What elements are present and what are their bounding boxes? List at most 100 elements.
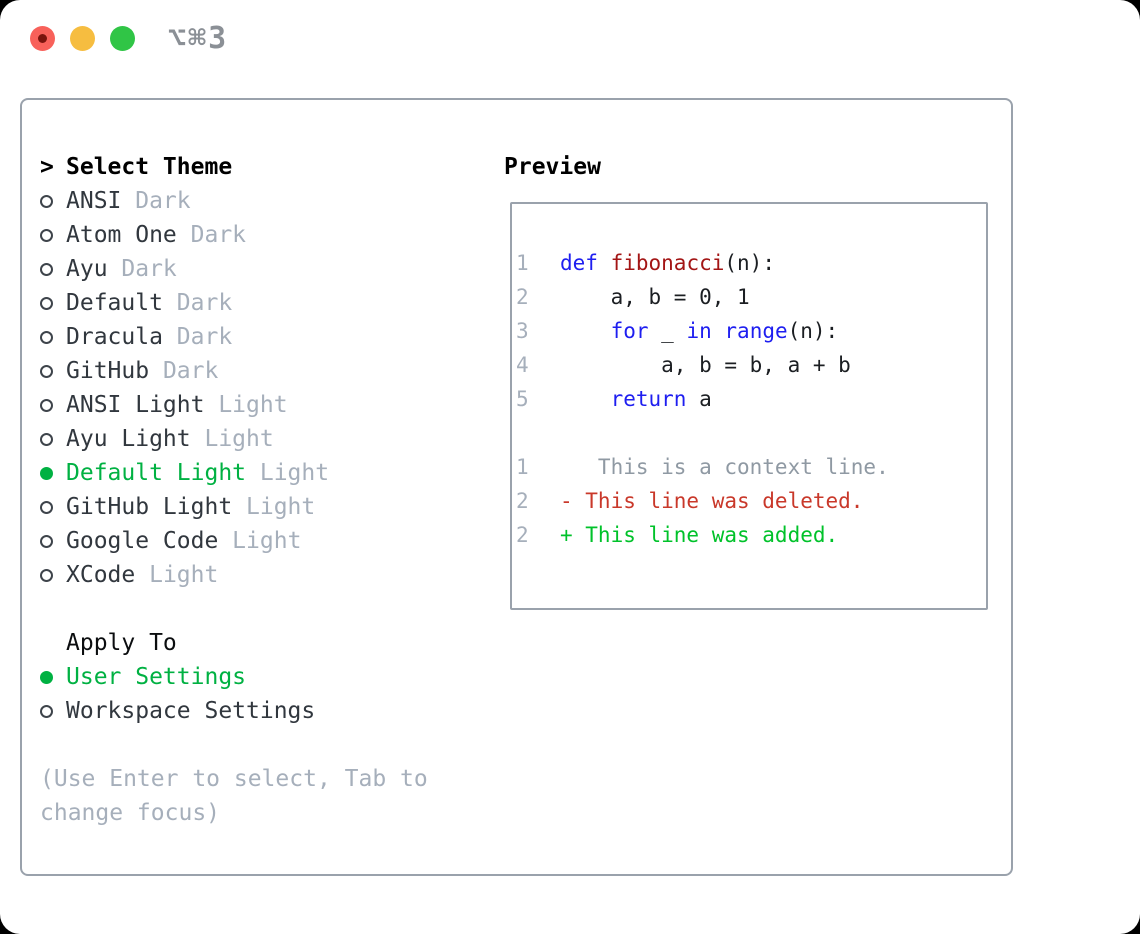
theme-option-ayu[interactable]: Ayu Dark <box>40 252 480 286</box>
code-token <box>560 387 611 411</box>
code-line: 2 a, b = 0, 1 <box>516 280 986 314</box>
theme-option-default-light[interactable]: Default Light Light <box>40 456 480 490</box>
code-token: in <box>686 319 712 343</box>
minimize-button[interactable] <box>70 26 95 51</box>
theme-option-github[interactable]: GitHub Dark <box>40 354 480 388</box>
code-token: for <box>610 319 649 343</box>
spacer <box>40 592 480 626</box>
theme-option-atom-one[interactable]: Atom One Dark <box>40 218 480 252</box>
radio-selected-icon <box>40 671 53 684</box>
theme-option-github-light[interactable]: GitHub Light Light <box>40 490 480 524</box>
code-token <box>598 251 611 275</box>
theme-variant-tag: Light <box>232 494 316 520</box>
apply-to-header: Apply To <box>40 626 480 660</box>
radio-icon <box>40 195 53 208</box>
theme-name: Ayu Light <box>66 426 191 452</box>
theme-name: ANSI Light <box>66 392 205 418</box>
radio-icon <box>40 263 53 276</box>
line-number: 2 <box>516 285 529 309</box>
code-line: 5 return a <box>516 382 986 416</box>
radio-icon <box>40 331 53 344</box>
radio-icon <box>40 535 53 548</box>
theme-variant-tag: Light <box>246 460 330 486</box>
theme-variant-tag: Light <box>204 392 288 418</box>
theme-name: Ayu <box>66 256 108 282</box>
radio-selected-icon <box>40 467 53 480</box>
theme-option-ansi[interactable]: ANSI Dark <box>40 184 480 218</box>
code-token: _ <box>648 319 687 343</box>
radio-icon <box>40 297 53 310</box>
theme-option-ayu-light[interactable]: Ayu Light Light <box>40 422 480 456</box>
radio-icon <box>40 705 53 718</box>
theme-name: Default <box>66 290 163 316</box>
apply-option-label: Workspace Settings <box>66 698 316 724</box>
select-theme-header: > Select Theme <box>40 150 480 184</box>
code-token: range <box>724 319 788 343</box>
code-token: This is a context line. <box>560 455 889 479</box>
theme-variant-tag: Dark <box>121 188 191 214</box>
theme-name: XCode <box>66 562 136 588</box>
theme-variant-tag: Dark <box>176 222 247 248</box>
theme-name: Google Code <box>66 528 219 554</box>
theme-variant-tag: Dark <box>107 256 177 282</box>
close-button[interactable] <box>30 26 55 51</box>
theme-option-dracula[interactable]: Dracula Dark <box>40 320 480 354</box>
theme-variant-tag: Dark <box>162 324 233 350</box>
apply-to-title: Apply To <box>66 630 177 656</box>
theme-name: ANSI <box>66 188 122 214</box>
line-number: 1 <box>516 455 529 479</box>
theme-variant-tag: Light <box>218 528 302 554</box>
preview-title: Preview <box>504 154 601 180</box>
theme-variant-tag: Dark <box>149 358 219 384</box>
spacer <box>40 728 480 762</box>
line-number: 4 <box>516 353 529 377</box>
theme-name: Atom One <box>66 222 177 248</box>
apply-option-workspace-settings[interactable]: Workspace Settings <box>40 694 480 728</box>
code-token: return <box>610 387 687 411</box>
theme-name: Dracula <box>66 324 163 350</box>
apply-option-label: User Settings <box>66 664 247 690</box>
preview-header: Preview <box>504 150 988 184</box>
code-line-blank <box>516 416 986 450</box>
radio-icon <box>40 365 53 378</box>
focus-caret-icon: > <box>40 154 54 180</box>
code-token <box>712 319 725 343</box>
code-line: 2+ This line was added. <box>516 518 986 552</box>
code-line: 2 - This line was deleted. <box>516 484 986 518</box>
radio-icon <box>40 501 53 514</box>
code-token: a, b = b, a + b <box>560 353 851 377</box>
radio-icon <box>40 399 53 412</box>
code-token: - This line was deleted. <box>560 489 864 513</box>
theme-option-google-code[interactable]: Google Code Light <box>40 524 480 558</box>
apply-option-user-settings[interactable]: User Settings <box>40 660 480 694</box>
code-token: (n): <box>787 319 839 343</box>
code-token: (n): <box>724 251 775 275</box>
code-token <box>560 319 611 343</box>
radio-icon <box>40 433 53 446</box>
hint-text: (Use Enter to select, Tab to change focu… <box>40 766 428 826</box>
code-line: 1 This is a context line. <box>516 450 986 484</box>
code-line: 4 a, b = b, a + b <box>516 348 986 382</box>
code-line: 3 for _ in range(n): <box>516 314 986 348</box>
select-theme-title: Select Theme <box>66 154 233 180</box>
line-number: 5 <box>516 387 529 411</box>
window-title: ⌥⌘3 <box>168 21 229 56</box>
window-controls <box>30 26 135 51</box>
theme-option-ansi-light[interactable]: ANSI Light Light <box>40 388 480 422</box>
line-number: 1 <box>516 251 529 275</box>
radio-icon <box>40 569 53 582</box>
unsaved-dot-icon <box>38 34 47 43</box>
line-number: 2 <box>516 489 529 513</box>
theme-variant-tag: Light <box>190 426 274 452</box>
theme-option-xcode[interactable]: XCode Light <box>40 558 480 592</box>
theme-name: GitHub <box>66 358 150 384</box>
zoom-button[interactable] <box>110 26 135 51</box>
theme-option-default[interactable]: Default Dark <box>40 286 480 320</box>
code-token: fibonacci <box>610 251 725 275</box>
